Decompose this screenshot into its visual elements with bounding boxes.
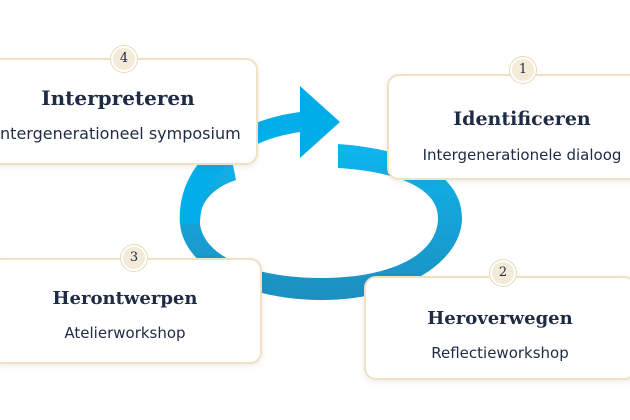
step-number-badge: 3 [121, 245, 147, 271]
step-subtitle: Reflectieworkshop [431, 344, 569, 362]
step-title: Interpreteren [41, 86, 195, 110]
step-card-herontwerpen: Herontwerpen Atelierworkshop [0, 258, 262, 364]
step-subtitle: Atelierworkshop [64, 324, 186, 342]
step-number-badge: 4 [111, 46, 137, 72]
step-card-heroverwegen: Heroverwegen Reflectieworkshop [364, 276, 630, 380]
step-subtitle: Intergenerationeel symposium [0, 124, 241, 143]
step-title: Herontwerpen [52, 288, 198, 309]
step-card-interpreteren: Interpreteren Intergenerationeel symposi… [0, 58, 258, 165]
step-title: Heroverwegen [427, 308, 573, 329]
cycle-arrow-head [300, 86, 340, 158]
step-subtitle: Intergenerationele dialoog [422, 146, 622, 164]
step-title: Identificeren [453, 108, 591, 130]
step-number-badge: 2 [490, 260, 516, 286]
step-card-identificeren: Identificeren Intergenerationele dialoog [387, 74, 630, 180]
step-number-badge: 1 [510, 57, 536, 83]
